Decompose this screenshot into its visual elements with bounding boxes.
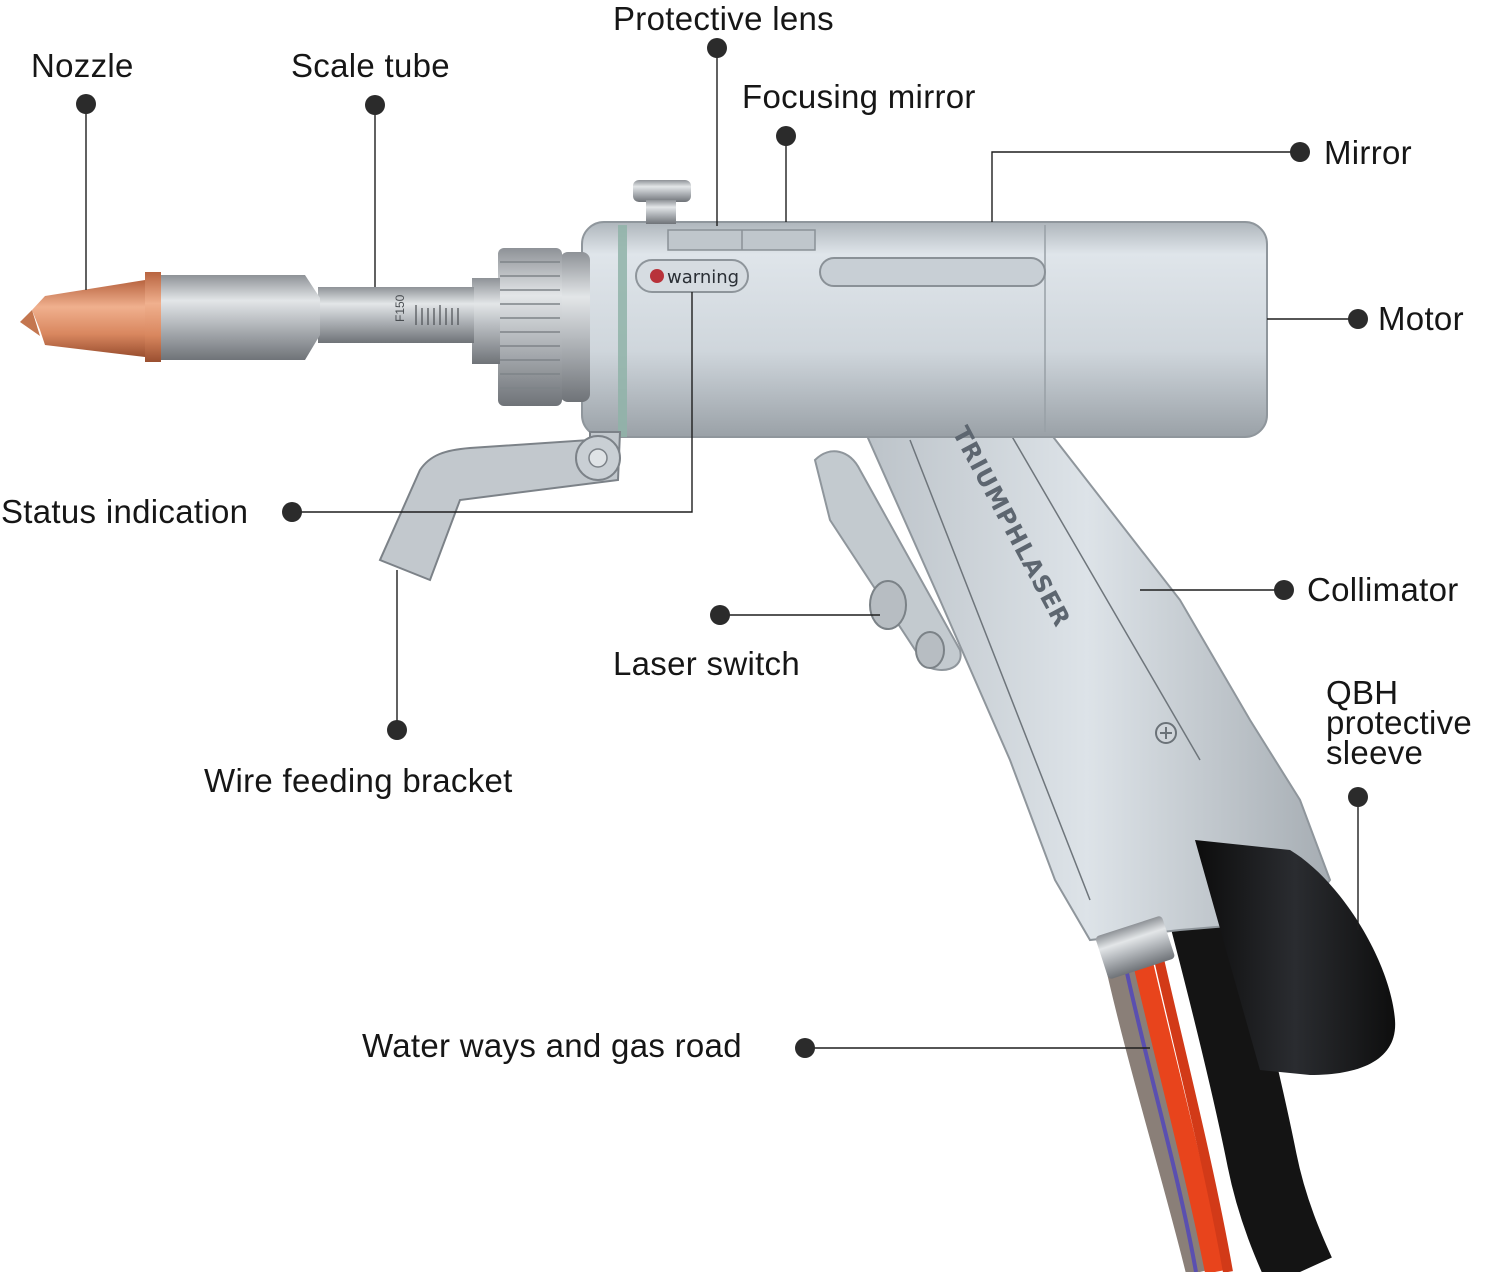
scale-marking: F150 — [393, 294, 407, 322]
collimator-dot — [1274, 580, 1294, 600]
laser-switch-button — [869, 580, 907, 630]
label-focusing-mirror: Focusing mirror — [742, 78, 976, 115]
motor-dot — [1348, 309, 1368, 329]
warning-badge-text: warning — [667, 267, 739, 288]
label-scale-tube: Scale tube — [291, 47, 450, 84]
warning-led-icon — [650, 269, 664, 283]
label-water-ways-gas-road: Water ways and gas road — [362, 1027, 742, 1064]
water-gas-dot — [795, 1038, 815, 1058]
wire-bracket-dot — [387, 720, 407, 740]
label-status-indication: Status indication — [1, 493, 249, 530]
label-protective-lens: Protective lens — [613, 0, 834, 37]
label-motor: Motor — [1378, 300, 1464, 337]
label-qbh-line-1: QBH — [1326, 674, 1399, 711]
callout-dots — [76, 38, 1368, 1058]
nozzle-dot — [76, 94, 96, 114]
label-laser-switch: Laser switch — [613, 645, 801, 682]
laser-switch-dot — [710, 605, 730, 625]
scale-tube-shape: F150 — [318, 287, 474, 343]
focusing-mirror-dot — [776, 126, 796, 146]
mirror-dot — [1290, 142, 1310, 162]
label-qbh-line-2: protective — [1326, 704, 1473, 741]
qbh-sleeve-shape — [1195, 840, 1396, 1075]
label-qbh-protective-sleeve: QBH protective sleeve — [1326, 674, 1493, 771]
nozzle-shape — [20, 272, 320, 362]
label-qbh-line-3: sleeve — [1326, 734, 1424, 771]
status-indication-dot — [282, 502, 302, 522]
label-wire-feeding-bracket: Wire feeding bracket — [204, 762, 513, 799]
front-coupling — [472, 248, 590, 406]
scale-tube-dot — [365, 95, 385, 115]
leader-lines — [85, 48, 1359, 1049]
water-gas-hoses — [1101, 942, 1233, 1272]
wire-bracket-shape — [378, 431, 622, 582]
label-mirror: Mirror — [1324, 134, 1412, 171]
protective-lens-dot — [707, 38, 727, 58]
label-nozzle: Nozzle — [31, 47, 134, 84]
gun-handle — [813, 299, 1396, 1075]
label-collimator: Collimator — [1307, 571, 1459, 608]
qbh-sleeve-dot — [1348, 787, 1368, 807]
